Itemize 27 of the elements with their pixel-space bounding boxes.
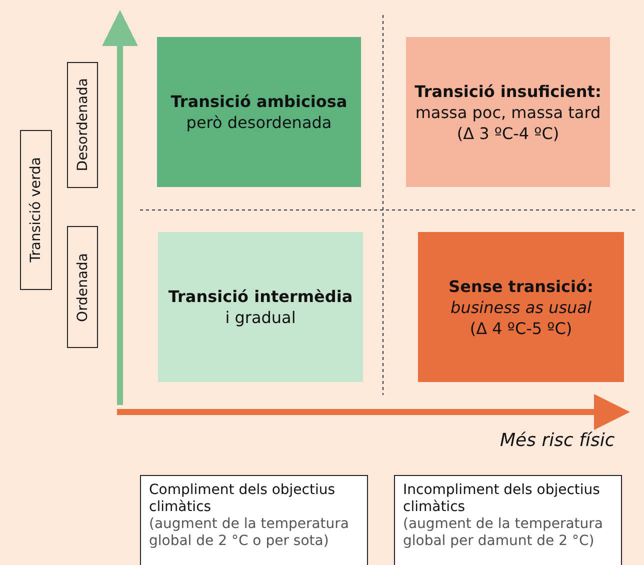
- quadrant-box: [158, 232, 363, 382]
- axis-label-box: [20, 130, 52, 290]
- body-text: business as usual: [450, 296, 592, 318]
- quadrant-box: [418, 232, 624, 382]
- axis-label: Més risc físic: [500, 430, 615, 451]
- detail-text: (Δ 3 ºC-4 ºC): [456, 122, 560, 144]
- heading-text: Incompliment dels objectius climàtics: [403, 482, 601, 516]
- axis-label: Desordenada: [74, 78, 90, 172]
- quadrant-box: [406, 37, 610, 187]
- body-text: massa poc, massa tard: [415, 102, 601, 122]
- heading-text: Sense transició:: [448, 276, 594, 296]
- body-text: (augment de la temperatura global de 2 °C o per sota): [149, 516, 350, 550]
- axis-label: Ordenada: [74, 252, 90, 322]
- body-text: i gradual: [225, 307, 296, 328]
- quadrant-box: [157, 37, 361, 187]
- row-label-box: [67, 62, 98, 188]
- note-box: [394, 475, 622, 565]
- heading-text: Transició insuficient:: [414, 80, 602, 102]
- row-label-box: [67, 226, 98, 348]
- heading-text: Compliment dels objectius climàtics: [149, 482, 336, 516]
- note-box: [140, 475, 368, 565]
- heading-text: Transició intermèdia: [168, 286, 353, 307]
- body-text: (augment de la temperatura global per damunt de 2 °C): [403, 516, 604, 550]
- detail-text: (Δ 4 ºC-5 ºC): [470, 318, 572, 338]
- body-text: però desordenada: [186, 112, 332, 133]
- axis-label: Transició verda: [28, 157, 44, 263]
- heading-text: Transició ambiciosa: [170, 91, 348, 112]
